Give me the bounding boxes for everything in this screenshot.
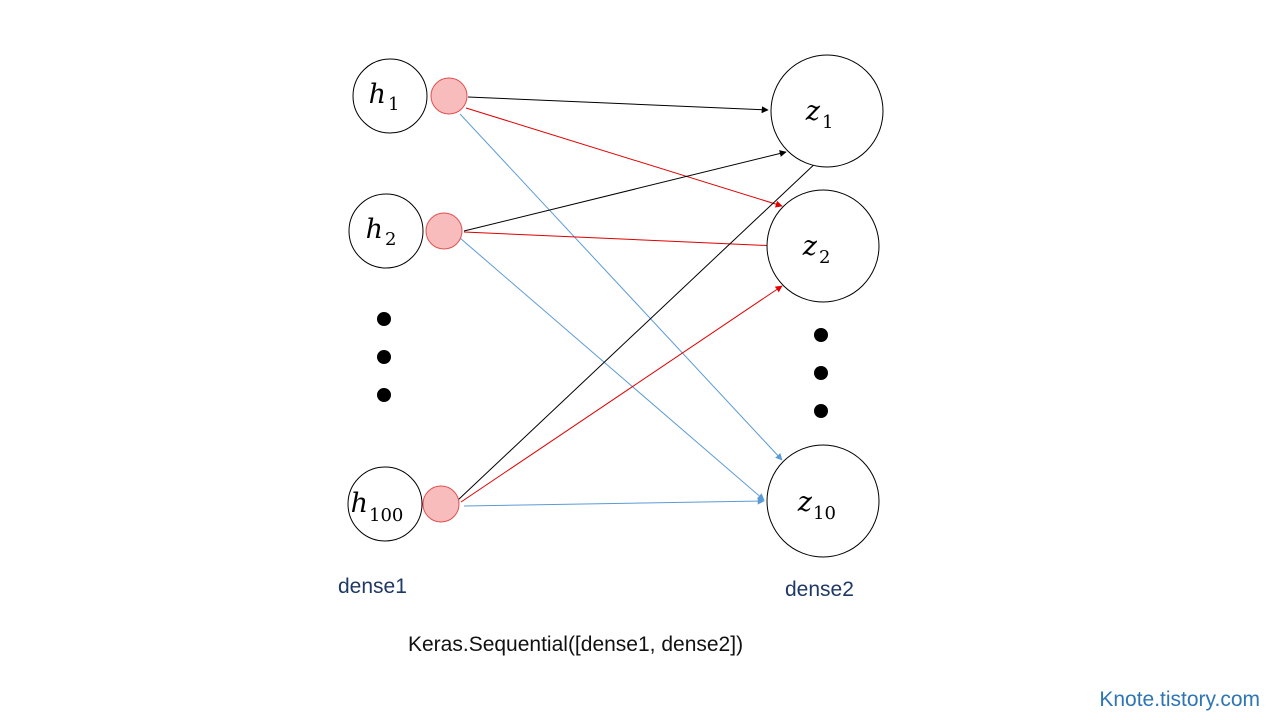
node-subscript: 100	[369, 505, 403, 526]
watermark: Knote.tistory.com	[1099, 688, 1260, 711]
edge-h1-z10	[459, 113, 783, 461]
node-subscript: 10	[813, 503, 836, 524]
node-subscript: 1	[388, 94, 399, 115]
edge-h2-z2	[463, 231, 779, 250]
bias-node-h1	[430, 77, 468, 115]
input-node-h1: h 1	[352, 58, 428, 134]
edge-h100-z2	[460, 285, 783, 503]
svg-text:10: 10	[813, 503, 836, 524]
node-symbol: h	[366, 214, 383, 245]
edge-h2-z1	[463, 150, 787, 232]
output-ellipsis	[814, 328, 828, 418]
caption: Keras.Sequential([dense1, dense2])	[408, 633, 744, 656]
svg-text:z: z	[802, 231, 818, 262]
svg-text:h: h	[369, 79, 386, 110]
input-ellipsis	[377, 312, 391, 402]
svg-text:1: 1	[822, 112, 833, 133]
edge-h1-z2	[465, 107, 783, 208]
edge-h1-z1	[467, 96, 769, 114]
node-subscript: 2	[385, 229, 396, 250]
bias-node-h2	[425, 212, 463, 250]
svg-text:h: h	[351, 488, 368, 519]
output-node-z2: z 2	[766, 189, 880, 303]
edge-h100-z10	[463, 497, 765, 507]
output-node-z1: z 1	[770, 54, 884, 168]
svg-text:100: 100	[369, 505, 403, 526]
edge-h2-z10	[459, 237, 765, 501]
node-subscript: 2	[819, 247, 830, 268]
input-node-h100: h 100	[347, 466, 423, 542]
node-symbol: h	[369, 79, 386, 110]
svg-text:z: z	[797, 487, 813, 518]
svg-text:2: 2	[819, 247, 830, 268]
node-symbol: z	[797, 487, 813, 518]
edge-h100-z1	[457, 158, 821, 501]
output-node-z10: z 10	[766, 444, 880, 558]
input-node-h2: h 2	[348, 193, 424, 269]
bias-node-h100	[422, 485, 460, 523]
node-symbol: z	[805, 96, 821, 127]
svg-text:1: 1	[388, 94, 399, 115]
node-symbol: h	[351, 488, 368, 519]
svg-text:h: h	[366, 214, 383, 245]
svg-text:z: z	[805, 96, 821, 127]
node-subscript: 1	[822, 112, 833, 133]
node-symbol: z	[802, 231, 818, 262]
input-layer-label: dense1	[338, 575, 407, 598]
output-layer-label: dense2	[785, 578, 854, 601]
svg-text:2: 2	[385, 229, 396, 250]
